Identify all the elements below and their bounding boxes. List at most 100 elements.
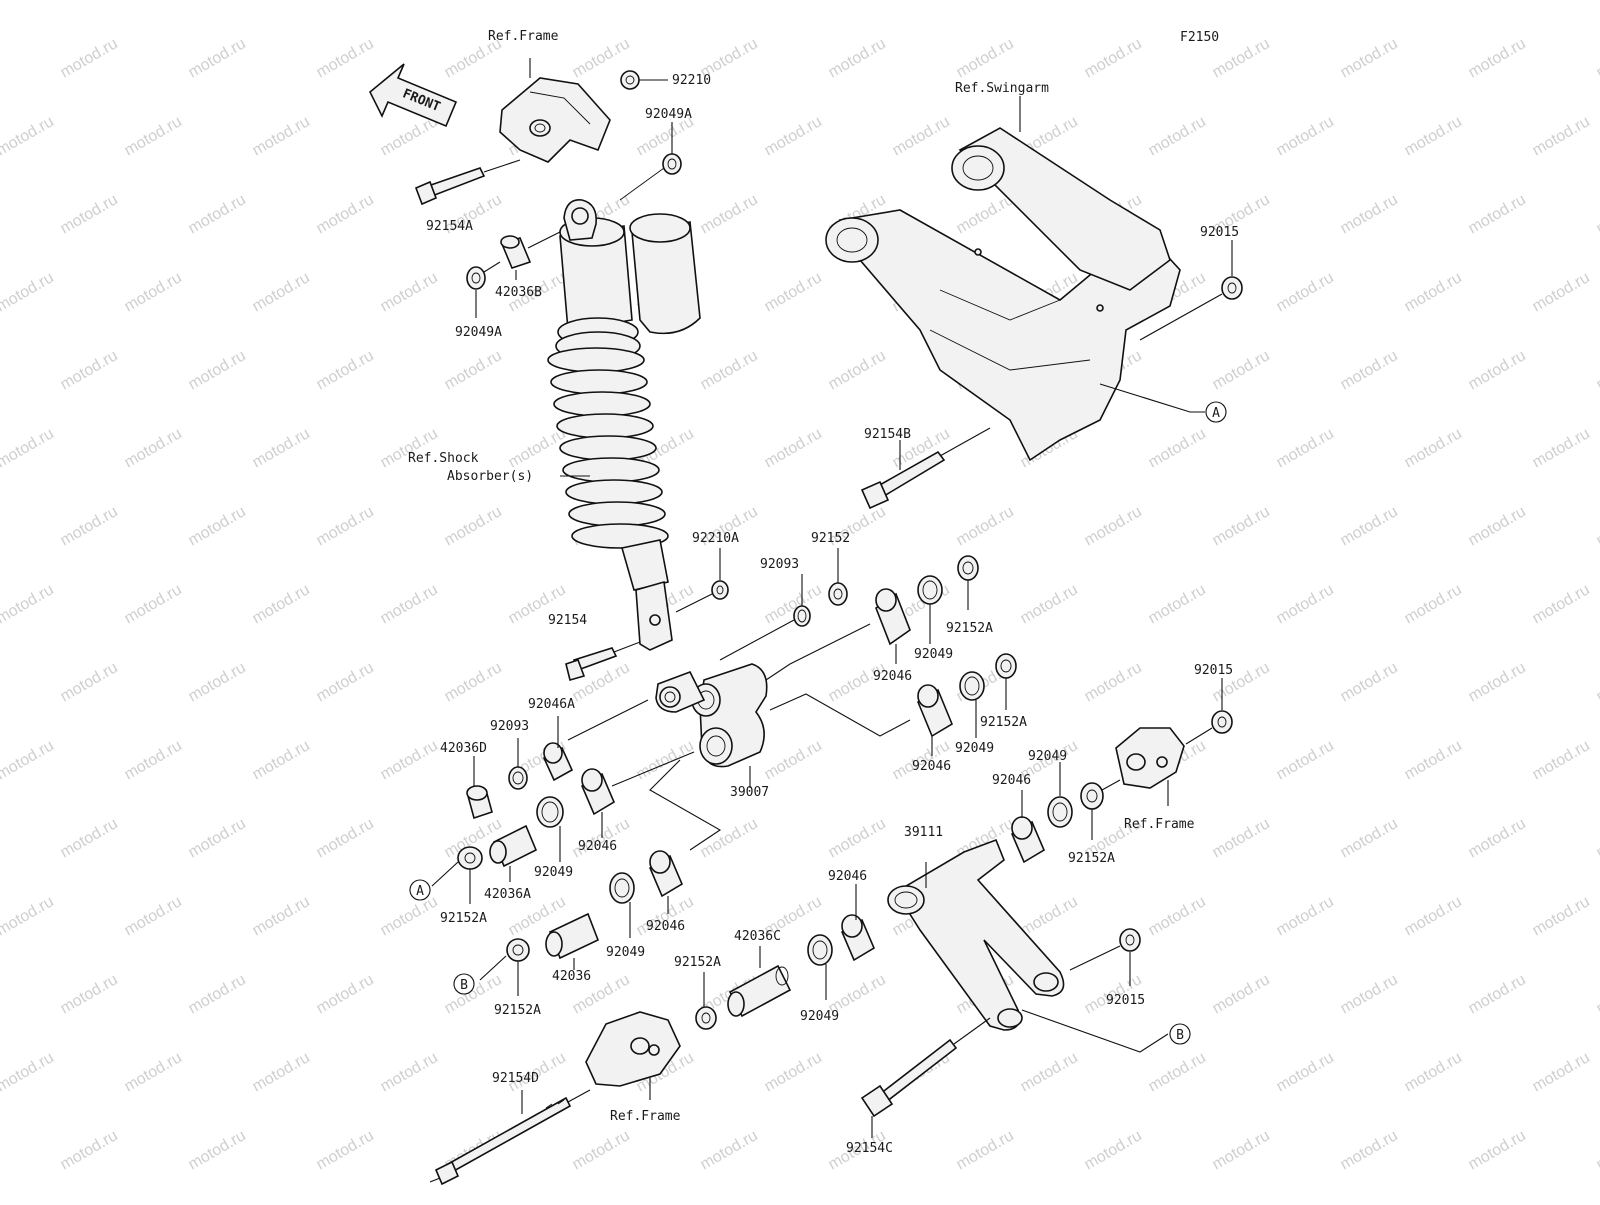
- part-label: 92046: [646, 919, 685, 934]
- watermark-text: motod.ru: [698, 191, 761, 237]
- watermark-text: motod.ru: [186, 659, 249, 705]
- watermark-text: motod.ru: [1210, 971, 1273, 1017]
- watermark-text: motod.ru: [1018, 0, 1081, 3]
- watermark-text: motod.ru: [1594, 1127, 1600, 1173]
- ref-frame-right: Ref.Frame: [1124, 817, 1195, 832]
- watermark-text: motod.ru: [1082, 503, 1145, 549]
- part-label: 92046: [873, 669, 912, 684]
- part-label: 42036C: [734, 929, 781, 944]
- watermark-text: motod.ru: [1338, 815, 1401, 861]
- washer-92049-e-drawing: [1048, 762, 1072, 827]
- watermark-text: motod.ru: [1274, 1049, 1337, 1095]
- watermark-text: motod.ru: [1466, 1127, 1529, 1173]
- watermark-text: motod.ru: [186, 971, 249, 1017]
- part-label: 92049: [914, 647, 953, 662]
- collar-42036D-drawing: [467, 756, 492, 818]
- ref-shock-1: Ref.Shock: [408, 451, 479, 466]
- watermark-text: motod.ru: [250, 113, 313, 159]
- watermark-text: motod.ru: [1018, 893, 1081, 939]
- watermark-text: motod.ru: [1274, 893, 1337, 939]
- watermark-text: motod.ru: [634, 737, 697, 783]
- watermark-text: motod.ru: [1082, 35, 1145, 81]
- watermark-text: motod.ru: [1146, 113, 1209, 159]
- part-label: 92049A: [645, 107, 692, 122]
- part-label: 92154A: [426, 219, 473, 234]
- part-label: 92152A: [946, 621, 993, 636]
- frame-bracket-right-drawing: [1116, 728, 1184, 806]
- watermark-text: motod.ru: [1530, 581, 1593, 627]
- watermark-text: motod.ru: [250, 893, 313, 939]
- washer-92049-f-drawing: [808, 935, 832, 1000]
- part-label: 92046A: [528, 697, 575, 712]
- part-label: 92015: [1106, 993, 1145, 1008]
- part-label: 42036A: [484, 887, 531, 902]
- watermark-text: motod.ru: [1402, 0, 1465, 3]
- watermark-text: motod.ru: [826, 347, 889, 393]
- watermark-text: motod.ru: [122, 737, 185, 783]
- watermark-text: motod.ru: [1146, 581, 1209, 627]
- part-label: 92152A: [980, 715, 1027, 730]
- watermark-text: motod.ru: [954, 35, 1017, 81]
- svg-text:B: B: [460, 978, 468, 993]
- watermark-text: motod.ru: [122, 425, 185, 471]
- ref-frame-top: Ref.Frame: [488, 29, 559, 44]
- watermark-text: motod.ru: [1146, 0, 1209, 3]
- watermark-text: motod.ru: [1402, 269, 1465, 315]
- part-label: 39111: [904, 825, 943, 840]
- watermark-text: motod.ru: [698, 1127, 761, 1173]
- watermark-text: motod.ru: [0, 0, 57, 3]
- watermark-text: motod.ru: [1146, 893, 1209, 939]
- watermark-text: motod.ru: [442, 347, 505, 393]
- watermark-text: motod.ru: [1466, 659, 1529, 705]
- watermark-text: motod.ru: [122, 1049, 185, 1095]
- watermark-text: motod.ru: [0, 425, 57, 471]
- watermark-text: motod.ru: [314, 503, 377, 549]
- watermark-text: motod.ru: [186, 815, 249, 861]
- watermark-text: motod.ru: [1530, 113, 1593, 159]
- ref-frame-bottom: Ref.Frame: [610, 1109, 681, 1124]
- collar-42036-drawing: [546, 914, 598, 970]
- watermark-text: motod.ru: [186, 347, 249, 393]
- bearing-92046A-drawing: [544, 716, 572, 780]
- watermark-text: motod.ru: [1274, 425, 1337, 471]
- watermark-text: motod.ru: [1338, 347, 1401, 393]
- watermark-text: motod.ru: [314, 191, 377, 237]
- ref-shock-2: Absorber(s): [447, 469, 533, 484]
- seal-92152A-a-drawing: [958, 556, 978, 610]
- watermark-text: motod.ru: [1338, 1127, 1401, 1173]
- watermark-text: motod.ru: [1594, 503, 1600, 549]
- watermark-text: motod.ru: [122, 113, 185, 159]
- watermark-text: motod.ru: [250, 269, 313, 315]
- watermark-text: motod.ru: [378, 1049, 441, 1095]
- watermark-text: motod.ru: [58, 191, 121, 237]
- part-label: 92152A: [674, 955, 721, 970]
- watermark-text: motod.ru: [762, 737, 825, 783]
- front-arrow-icon: FRONT: [370, 64, 456, 126]
- nut-92210-drawing: [621, 71, 668, 89]
- watermark-text: motod.ru: [0, 581, 57, 627]
- watermark-text: motod.ru: [762, 1049, 825, 1095]
- swingarm-drawing: [826, 96, 1180, 460]
- watermark-text: motod.ru: [0, 1049, 57, 1095]
- watermark-text: motod.ru: [826, 35, 889, 81]
- leader: [720, 620, 794, 660]
- watermark-text: motod.ru: [1594, 815, 1600, 861]
- watermark-text: motod.ru: [0, 737, 57, 783]
- watermark-text: motod.ru: [890, 0, 953, 3]
- watermark-text: motod.ru: [186, 1127, 249, 1173]
- watermark-text: motod.ru: [1274, 113, 1337, 159]
- watermark-text: motod.ru: [58, 347, 121, 393]
- watermark-text: motod.ru: [1018, 581, 1081, 627]
- watermark-text: motod.ru: [570, 1127, 633, 1173]
- part-label: 92046: [912, 759, 951, 774]
- watermark-text: motod.ru: [314, 659, 377, 705]
- watermark-text: motod.ru: [58, 1127, 121, 1173]
- watermark-text: motod.ru: [250, 737, 313, 783]
- watermark-text: motod.ru: [58, 971, 121, 1017]
- bushing-42036B-drawing: [501, 232, 560, 280]
- watermark-text: motod.ru: [0, 113, 57, 159]
- watermark-text: motod.ru: [314, 1127, 377, 1173]
- watermark-text: motod.ru: [1594, 659, 1600, 705]
- watermark-text: motod.ru: [1338, 971, 1401, 1017]
- callout-a-left: A: [410, 880, 430, 900]
